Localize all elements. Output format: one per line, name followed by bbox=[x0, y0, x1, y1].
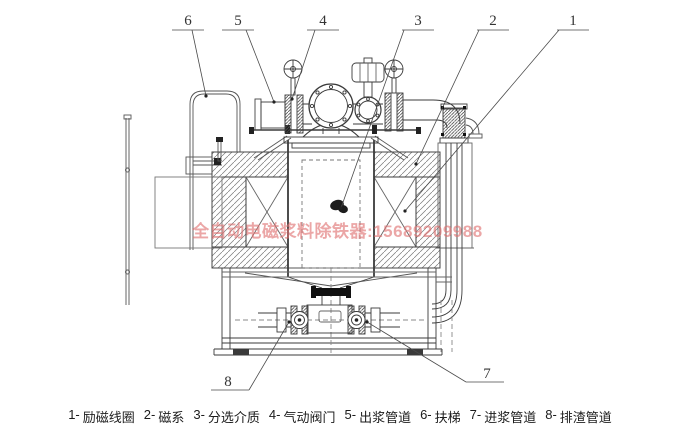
legend-item: 2-磁系 bbox=[143, 406, 185, 425]
top-manifold bbox=[254, 57, 461, 134]
inlet-valve-right bbox=[347, 305, 400, 335]
legend-item: 5-出浆管道 bbox=[344, 406, 412, 425]
handwheel-valve-right bbox=[384, 59, 404, 132]
callout-8-number: 8 bbox=[224, 374, 232, 390]
bottom-piping bbox=[258, 286, 400, 335]
legend-item: 4-气动阀门 bbox=[268, 406, 336, 425]
ladder bbox=[123, 90, 241, 305]
handwheel-valve-left bbox=[283, 59, 304, 134]
pneumatic-valve bbox=[351, 57, 385, 124]
legend-item: 8-排渣管道 bbox=[545, 406, 612, 425]
drain-valve-left bbox=[258, 305, 309, 335]
callout-2-number: 2 bbox=[489, 13, 497, 29]
callout-6-number: 6 bbox=[184, 13, 192, 29]
legend-item: 3-分选介质 bbox=[193, 406, 260, 425]
coil-panel-right bbox=[373, 176, 417, 248]
legend: 1-励磁线圈 2-磁系 3-分选介质 4-气动阀门 5-出浆管道 6-扶梯 7-… bbox=[0, 403, 680, 429]
support-frame bbox=[213, 268, 453, 356]
legend-item: 7-进浆管道 bbox=[469, 406, 537, 425]
legend-item: 6-扶梯 bbox=[420, 406, 461, 425]
callout-1-number: 1 bbox=[569, 13, 577, 29]
center-flange bbox=[308, 83, 354, 129]
matrix-media-blob bbox=[330, 199, 348, 214]
callout-3-number: 3 bbox=[414, 13, 422, 29]
callouts: 6 5 4 3 2 1 8 bbox=[172, 13, 589, 391]
callout-7-number: 7 bbox=[483, 366, 491, 382]
magnet-body bbox=[185, 151, 441, 269]
coil-panel-left bbox=[245, 176, 289, 248]
callout-4-number: 4 bbox=[319, 13, 327, 29]
legend-item: 1-励磁线圈 bbox=[68, 406, 135, 425]
callout-5-number: 5 bbox=[234, 13, 242, 29]
machine-diagram: 6 5 4 3 2 1 8 bbox=[123, 13, 589, 391]
